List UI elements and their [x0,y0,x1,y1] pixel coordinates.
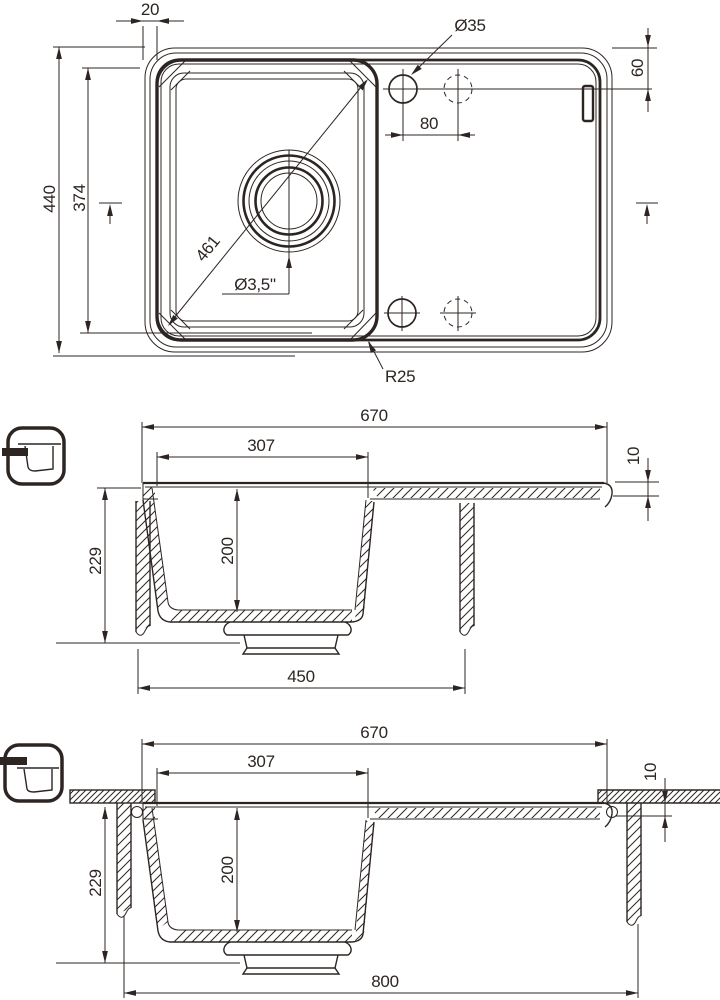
dim-top-rim-offset: 20 [141,0,159,19]
dim-top-hole-spacing: 80 [420,114,438,133]
dim-under-bowl-width: 307 [247,752,274,771]
label-tap-hole-diameter: Ø35 [454,16,485,35]
inset-sink-profile [142,481,613,655]
plan-tap-holes [383,69,652,331]
undermount-countertop [69,789,720,804]
undermount-sink-profile [131,801,618,975]
undermount-dimensions: 670 307 229 200 10 [56,723,672,998]
undermount-cabinet-walls [116,803,642,926]
undermount-icon [0,743,64,803]
dim-inset-bowl-width: 307 [247,436,274,455]
section-undermount-view: 670 307 229 200 10 [0,723,720,998]
plan-centerline-marks [99,202,658,224]
dim-under-cabinet-width: 800 [371,972,398,991]
dim-inset-overall-depth: 229 [86,547,105,574]
dim-inset-edge-thickness: 10 [624,447,643,465]
dim-top-diagonal: 461 [192,232,224,265]
dim-top-overall-depth: 440 [40,185,59,212]
plan-sink-outline [144,47,613,353]
inset-mount-icon [2,426,66,486]
plan-drain [222,149,341,295]
dim-top-hole-offset: 60 [628,59,647,77]
inset-cabinet-walls [135,501,475,636]
dim-under-overall-width: 670 [360,723,387,742]
dim-under-edge-thickness: 10 [641,763,660,781]
section-inset-view: 670 307 229 200 450 [2,406,659,694]
dim-inset-bowl-depth: 200 [218,537,237,564]
inset-dimensions: 670 307 229 200 450 [56,406,659,694]
dim-under-overall-depth: 229 [86,869,105,896]
dim-top-bowl-depth: 374 [70,184,89,211]
plan-dimensions: 20 440 374 60 80 [40,0,657,386]
label-drain-diameter: Ø3,5" [234,275,276,294]
plan-view: 20 440 374 60 80 [40,0,658,386]
label-corner-radius: R25 [385,367,415,386]
dim-inset-cabinet-width: 450 [287,667,314,686]
overflow-slot [581,84,595,123]
dim-under-bowl-depth: 200 [218,856,237,883]
plan-bowl [155,58,379,342]
dim-inset-overall-width: 670 [360,406,387,425]
